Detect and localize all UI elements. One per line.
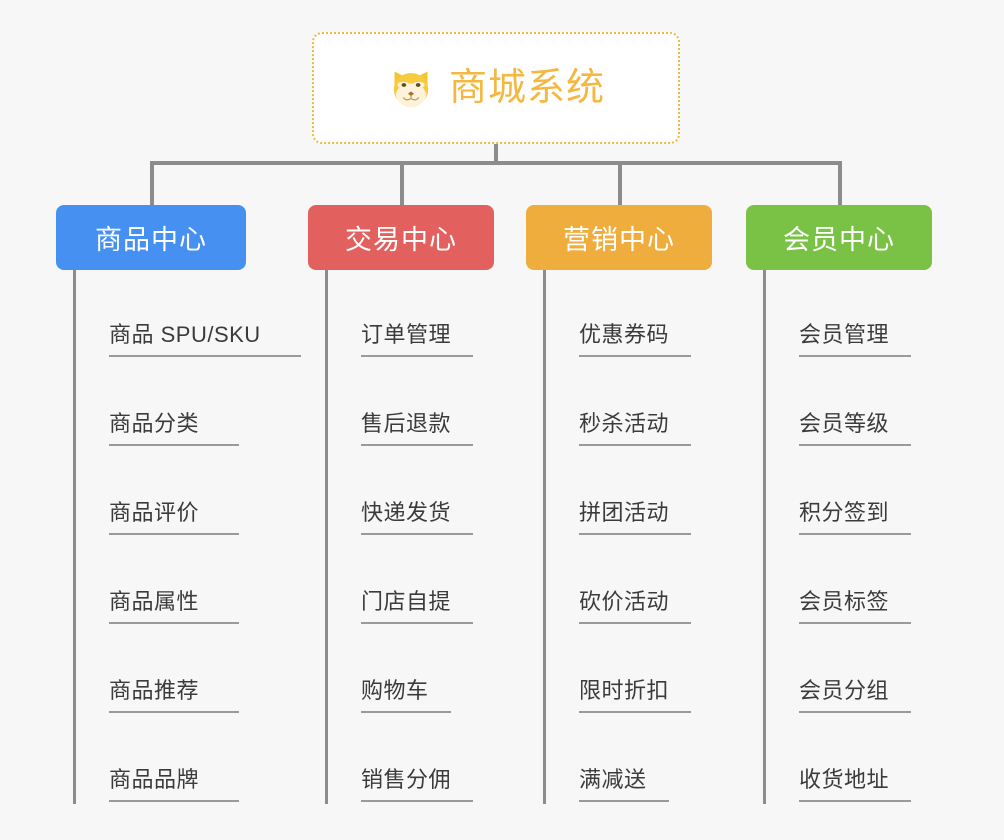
leaf-item[interactable]: 商品品牌	[76, 715, 246, 804]
leaf-label: 门店自提	[361, 588, 474, 624]
leaf-item[interactable]: 商品分类	[76, 359, 246, 448]
connector-horizontal-bus	[150, 161, 841, 165]
leaf-item[interactable]: 收货地址	[766, 715, 932, 804]
leaf-list-product-center: 商品 SPU/SKU 商品分类 商品评价 商品属性 商品推荐 商品品牌	[73, 270, 301, 804]
leaf-item[interactable]: 会员标签	[766, 537, 932, 626]
leaf-item[interactable]: 会员管理	[766, 270, 932, 359]
leaf-list-trade-center: 订单管理 售后退款 快递发货 门店自提 购物车 销售分佣	[325, 270, 494, 804]
root-node-mall-system[interactable]: 商城系统	[312, 32, 680, 144]
category-column-marketing-center: 营销中心 优惠券码 秒杀活动 拼团活动 砍价活动 限时折扣 满减送	[526, 205, 712, 804]
leaf-item[interactable]: 购物车	[328, 626, 494, 715]
leaf-label: 会员管理	[799, 321, 912, 357]
category-column-product-center: 商品中心 商品 SPU/SKU 商品分类 商品评价 商品属性 商品推荐 商品品牌	[56, 205, 301, 804]
leaf-label: 优惠券码	[579, 321, 692, 357]
leaf-item[interactable]: 限时折扣	[546, 626, 712, 715]
category-columns: 商品中心 商品 SPU/SKU 商品分类 商品评价 商品属性 商品推荐 商品品牌…	[0, 205, 1004, 840]
leaf-item[interactable]: 优惠券码	[546, 270, 712, 359]
connector-root-stem	[494, 144, 498, 164]
leaf-label: 收货地址	[799, 766, 912, 802]
leaf-label: 会员分组	[799, 677, 912, 713]
leaf-label: 会员等级	[799, 410, 912, 446]
leaf-item[interactable]: 商品 SPU/SKU	[76, 270, 301, 359]
leaf-label: 拼团活动	[579, 499, 692, 535]
leaf-label: 会员标签	[799, 588, 912, 624]
category-label: 交易中心	[345, 225, 457, 255]
leaf-list-member-center: 会员管理 会员等级 积分签到 会员标签 会员分组 收货地址	[763, 270, 932, 804]
leaf-item[interactable]: 满减送	[546, 715, 712, 804]
connector-drop-product-center	[150, 161, 154, 205]
leaf-label: 商品品牌	[109, 766, 240, 802]
connector-drop-trade-center	[400, 161, 404, 205]
leaf-item[interactable]: 会员等级	[766, 359, 932, 448]
category-label: 商品中心	[95, 225, 207, 255]
leaf-item[interactable]: 秒杀活动	[546, 359, 712, 448]
leaf-item[interactable]: 会员分组	[766, 626, 932, 715]
leaf-item[interactable]: 门店自提	[328, 537, 494, 626]
category-label: 营销中心	[563, 225, 675, 255]
category-label: 会员中心	[783, 225, 895, 255]
connector-drop-marketing-center	[618, 161, 622, 205]
leaf-item[interactable]: 积分签到	[766, 448, 932, 537]
leaf-label: 商品分类	[109, 410, 240, 446]
category-column-trade-center: 交易中心 订单管理 售后退款 快递发货 门店自提 购物车 销售分佣	[308, 205, 494, 804]
category-box-product-center[interactable]: 商品中心	[56, 205, 246, 270]
category-column-member-center: 会员中心 会员管理 会员等级 积分签到 会员标签 会员分组 收货地址	[746, 205, 932, 804]
category-box-trade-center[interactable]: 交易中心	[308, 205, 494, 270]
leaf-label: 砍价活动	[579, 588, 692, 624]
leaf-list-marketing-center: 优惠券码 秒杀活动 拼团活动 砍价活动 限时折扣 满减送	[543, 270, 712, 804]
leaf-label: 满减送	[579, 766, 669, 802]
leaf-label: 销售分佣	[361, 766, 474, 802]
leaf-label: 限时折扣	[579, 677, 692, 713]
shiba-dog-icon	[393, 71, 429, 108]
leaf-label: 购物车	[361, 677, 451, 713]
leaf-item[interactable]: 商品评价	[76, 448, 246, 537]
leaf-label: 商品属性	[109, 588, 240, 624]
root-node-title: 商城系统	[448, 67, 605, 109]
leaf-label: 商品 SPU/SKU	[109, 321, 301, 357]
leaf-item[interactable]: 快递发货	[328, 448, 494, 537]
leaf-item[interactable]: 订单管理	[328, 270, 494, 359]
leaf-item[interactable]: 砍价活动	[546, 537, 712, 626]
leaf-item[interactable]: 销售分佣	[328, 715, 494, 804]
leaf-label: 积分签到	[799, 499, 912, 535]
leaf-label: 订单管理	[361, 321, 474, 357]
leaf-label: 售后退款	[361, 410, 474, 446]
leaf-label: 商品推荐	[109, 677, 240, 713]
leaf-item[interactable]: 商品属性	[76, 537, 246, 626]
leaf-item[interactable]: 拼团活动	[546, 448, 712, 537]
leaf-label: 秒杀活动	[579, 410, 692, 446]
category-box-member-center[interactable]: 会员中心	[746, 205, 932, 270]
leaf-label: 快递发货	[361, 499, 474, 535]
leaf-item[interactable]: 售后退款	[328, 359, 494, 448]
connector-drop-member-center	[838, 161, 842, 205]
leaf-label: 商品评价	[109, 499, 240, 535]
leaf-item[interactable]: 商品推荐	[76, 626, 246, 715]
category-box-marketing-center[interactable]: 营销中心	[526, 205, 712, 270]
